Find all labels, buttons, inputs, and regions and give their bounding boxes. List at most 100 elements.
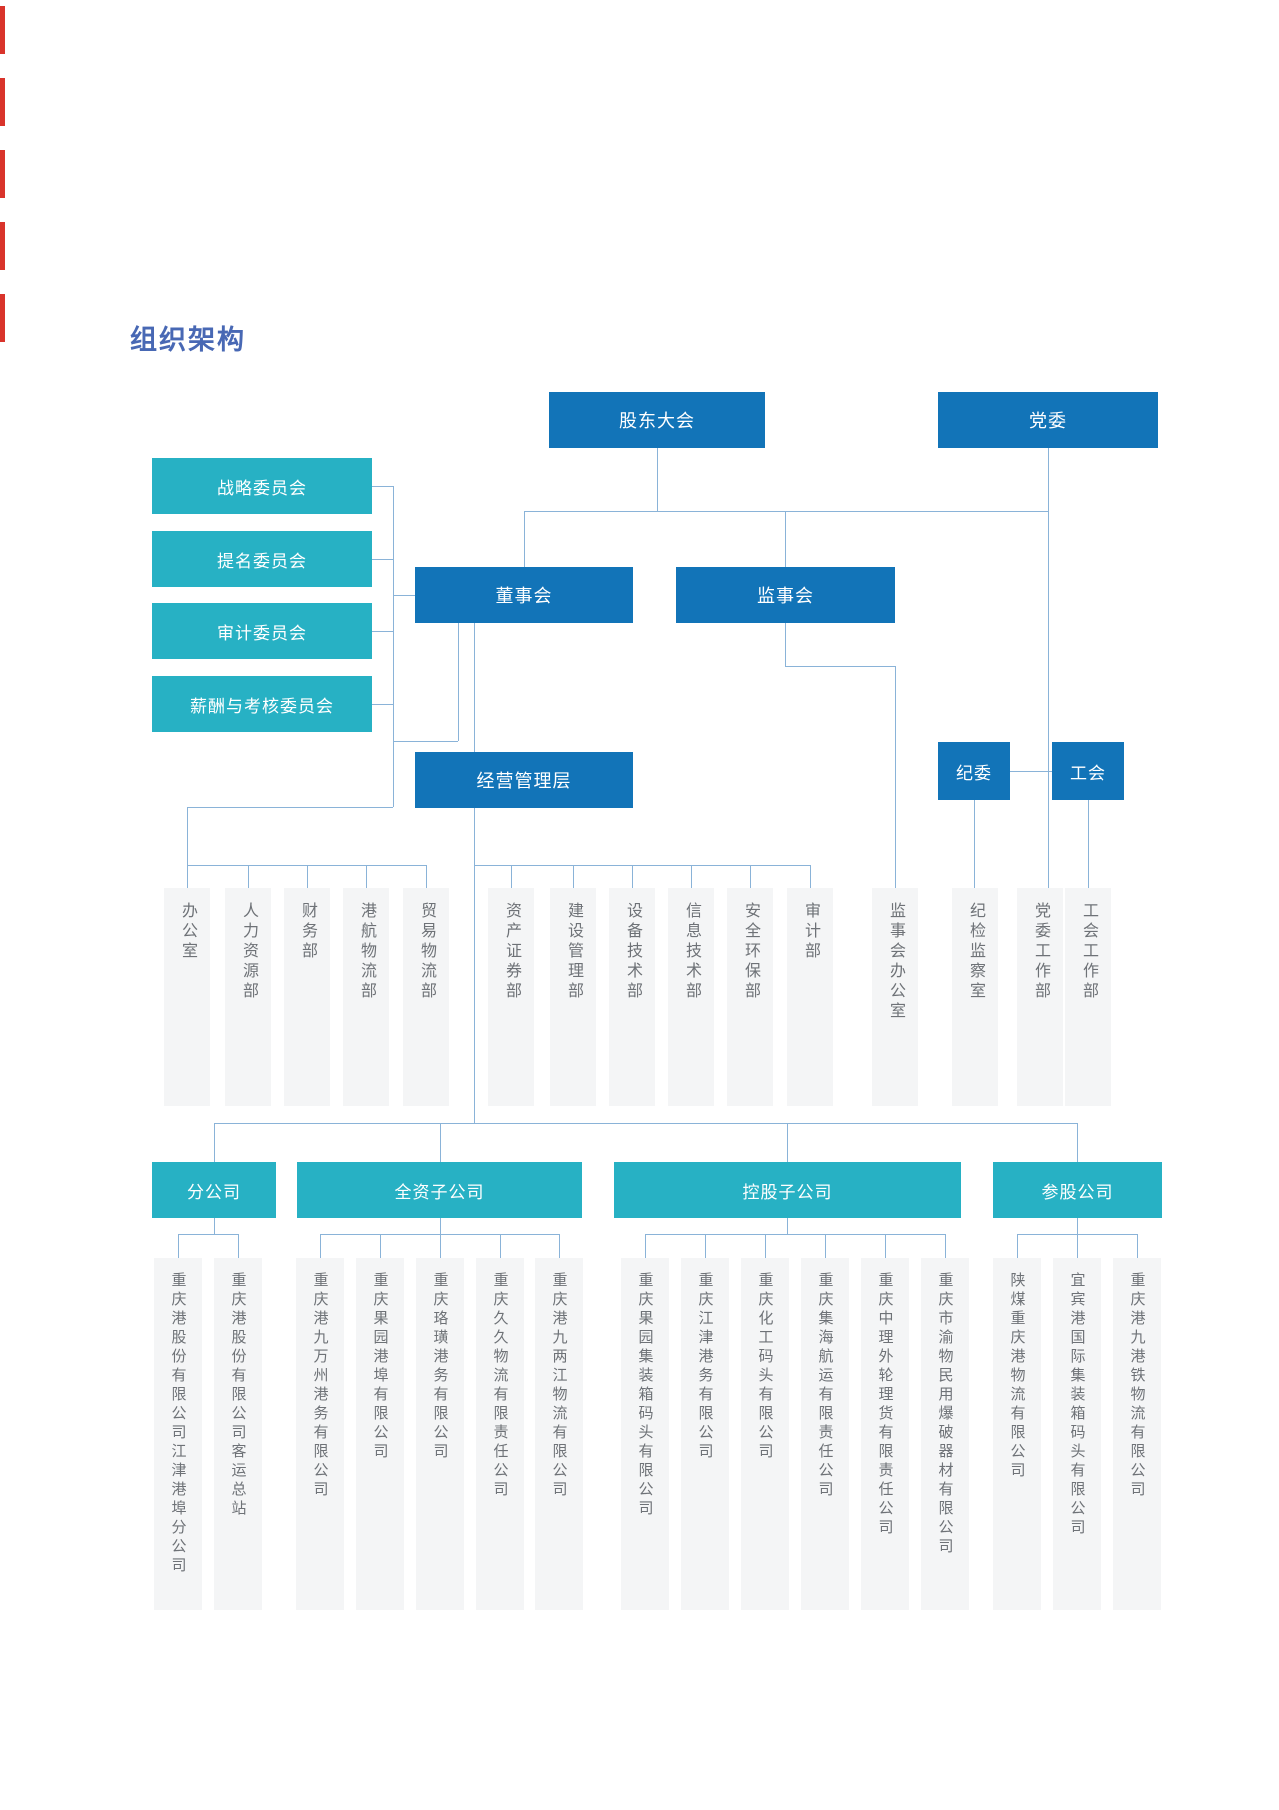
connector-line — [810, 865, 811, 888]
connector-line — [393, 741, 458, 742]
connector-line — [645, 1234, 646, 1258]
company-column: 重庆江津港务有限公司 — [681, 1258, 729, 1610]
edge-marker — [0, 78, 5, 126]
connector-line — [474, 865, 810, 866]
edge-marker — [0, 150, 5, 198]
connector-line — [187, 807, 188, 888]
connector-line — [750, 865, 751, 888]
connector-line — [787, 1123, 788, 1162]
department-column: 人力资源部 — [225, 888, 271, 1106]
connector-line — [511, 865, 512, 888]
connector-line — [1017, 1234, 1137, 1235]
connector-line — [372, 704, 393, 705]
connector-line — [458, 623, 459, 741]
node-audit-committee: 审计委员会 — [152, 603, 372, 659]
connector-line — [657, 448, 658, 511]
category-holding-subsidiaries: 控股子公司 — [614, 1162, 961, 1218]
category-equity-companies: 参股公司 — [993, 1162, 1162, 1218]
connector-line — [440, 1218, 441, 1258]
department-column: 监事会办公室 — [872, 888, 918, 1106]
company-column: 重庆港股份有限公司客运总站 — [214, 1258, 262, 1610]
node-management-layer: 经营管理层 — [415, 752, 633, 808]
connector-line — [787, 1218, 788, 1234]
connector-line — [178, 1234, 238, 1235]
connector-line — [500, 1234, 501, 1258]
company-column: 重庆中理外轮理货有限责任公司 — [861, 1258, 909, 1610]
connector-line — [320, 1234, 559, 1235]
connector-line — [691, 865, 692, 888]
connector-line — [785, 623, 786, 666]
department-column: 安全环保部 — [727, 888, 773, 1106]
connector-line — [372, 486, 393, 487]
connector-line — [238, 1234, 239, 1258]
node-labor-union: 工会 — [1052, 742, 1124, 800]
node-nomination-committee: 提名委员会 — [152, 531, 372, 587]
connector-line — [573, 865, 574, 888]
node-supervisory-board: 监事会 — [676, 567, 895, 623]
node-remuneration-committee: 薪酬与考核委员会 — [152, 676, 372, 732]
department-column: 贸易物流部 — [403, 888, 449, 1106]
category-wholly-owned-subsidiaries: 全资子公司 — [297, 1162, 582, 1218]
connector-line — [705, 1234, 706, 1258]
connector-line — [214, 1218, 215, 1234]
company-column: 宜宾港国际集装箱码头有限公司 — [1053, 1258, 1101, 1610]
connector-line — [474, 623, 475, 1123]
connector-line — [393, 486, 394, 807]
department-column: 工会工作部 — [1065, 888, 1111, 1106]
category-branch-companies: 分公司 — [152, 1162, 276, 1218]
department-column: 信息技术部 — [668, 888, 714, 1106]
department-column: 资产证券部 — [488, 888, 534, 1106]
edge-marker — [0, 222, 5, 270]
connector-line — [524, 511, 1048, 512]
connector-line — [632, 865, 633, 888]
connector-line — [524, 511, 525, 567]
connector-line — [895, 666, 896, 888]
department-column: 港航物流部 — [343, 888, 389, 1106]
department-column: 党委工作部 — [1017, 888, 1063, 1106]
node-discipline-committee: 纪委 — [938, 742, 1010, 800]
edge-marker — [0, 6, 5, 54]
connector-line — [248, 865, 249, 888]
company-column: 重庆港九两江物流有限公司 — [535, 1258, 583, 1610]
department-column: 纪检监察室 — [952, 888, 998, 1106]
company-column: 重庆果园港埠有限公司 — [356, 1258, 404, 1610]
department-column: 建设管理部 — [550, 888, 596, 1106]
connector-line — [214, 1123, 215, 1162]
connector-line — [765, 1234, 766, 1258]
department-column: 审计部 — [787, 888, 833, 1106]
node-board-of-directors: 董事会 — [415, 567, 633, 623]
connector-line — [645, 1234, 945, 1235]
connector-line — [372, 559, 393, 560]
connector-line — [1137, 1234, 1138, 1258]
connector-line — [307, 865, 308, 888]
connector-line — [366, 865, 367, 888]
connector-line — [785, 511, 786, 567]
connector-line — [559, 1234, 560, 1258]
connector-line — [187, 865, 426, 866]
connector-line — [1077, 1123, 1078, 1162]
connector-line — [974, 800, 975, 888]
company-column: 重庆果园集装箱码头有限公司 — [621, 1258, 669, 1610]
company-column: 重庆集海航运有限责任公司 — [801, 1258, 849, 1610]
connector-line — [945, 1234, 946, 1258]
connector-line — [372, 631, 393, 632]
department-column: 财务部 — [284, 888, 330, 1106]
company-column: 重庆港股份有限公司江津港埠分公司 — [154, 1258, 202, 1610]
connector-line — [178, 1234, 179, 1258]
connector-line — [393, 595, 415, 596]
connector-line — [1017, 1234, 1018, 1258]
company-column: 重庆珞璜港务有限公司 — [416, 1258, 464, 1610]
connector-line — [380, 1234, 381, 1258]
company-column: 陕煤重庆港物流有限公司 — [993, 1258, 1041, 1610]
connector-line — [320, 1234, 321, 1258]
node-strategy-committee: 战略委员会 — [152, 458, 372, 514]
connector-line — [440, 1123, 441, 1162]
company-column: 重庆港九万州港务有限公司 — [296, 1258, 344, 1610]
company-column: 重庆化工码头有限公司 — [741, 1258, 789, 1610]
connector-line — [1077, 1218, 1078, 1258]
department-column: 设备技术部 — [609, 888, 655, 1106]
connector-line — [885, 1234, 886, 1258]
page-title: 组织架构 — [130, 325, 246, 355]
connector-line — [426, 865, 427, 888]
company-column: 重庆久久物流有限责任公司 — [476, 1258, 524, 1610]
